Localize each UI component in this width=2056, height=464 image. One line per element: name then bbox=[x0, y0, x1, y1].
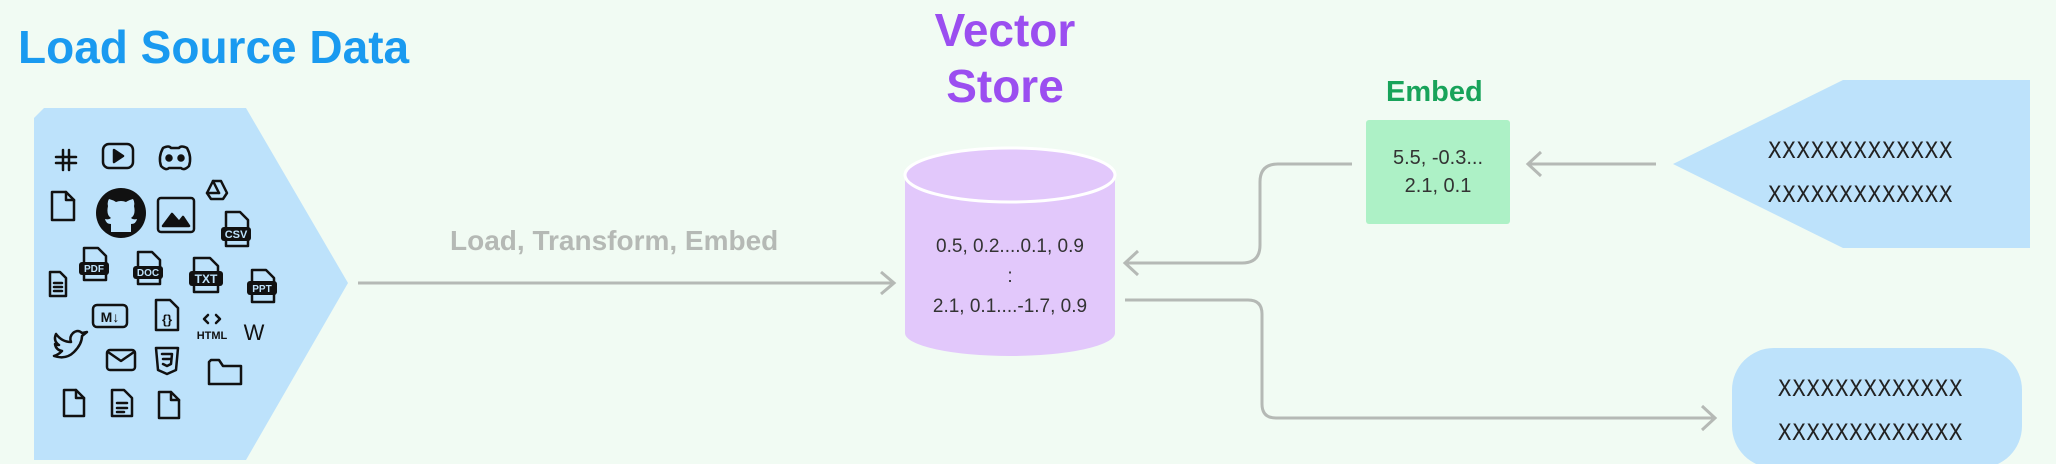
doc-icon: DOC bbox=[133, 250, 163, 286]
pdf-icon: PDF bbox=[79, 246, 109, 282]
pdf-icon-label: PDF bbox=[84, 264, 104, 275]
output-document: XXXXXXXXXXXXX XXXXXXXXXXXXX bbox=[1778, 368, 1963, 456]
query-to-embed-head bbox=[1525, 150, 1543, 178]
output-line-1: XXXXXXXXXXXXX bbox=[1778, 377, 1964, 402]
embed-vector-line-2: 2.1, 0.1 bbox=[1404, 175, 1472, 197]
file-icon bbox=[62, 388, 86, 418]
wikipedia-icon: W bbox=[244, 320, 265, 345]
vector-row-2: 2.1, 0.1....-1.7, 0.9 bbox=[932, 296, 1088, 317]
github-icon bbox=[96, 188, 146, 238]
txt-icon-label: TXT bbox=[195, 272, 218, 286]
twitter-icon bbox=[52, 329, 89, 359]
image-icon bbox=[156, 196, 196, 234]
text-file-icon bbox=[110, 388, 134, 418]
html-icon-label: HTML bbox=[197, 330, 228, 342]
load-source-title: Load Source Data bbox=[18, 21, 410, 73]
csv-icon: CSV bbox=[221, 210, 251, 248]
folder-icon bbox=[207, 358, 243, 386]
query-line-1: XXXXXXXXXXXXX bbox=[1768, 139, 1954, 164]
mail-icon bbox=[105, 348, 137, 372]
txt-icon: TXT bbox=[189, 256, 223, 294]
google-drive-icon bbox=[205, 179, 229, 201]
discord-icon bbox=[158, 145, 192, 171]
vector-row-separator: : bbox=[1007, 266, 1013, 287]
embed-to-store-line bbox=[1125, 162, 1352, 265]
text-file-icon bbox=[48, 270, 68, 298]
file-icon bbox=[50, 190, 76, 222]
css-icon bbox=[154, 346, 180, 376]
embed-box: 5.5, -0.3... 2.1, 0.1 bbox=[1366, 120, 1510, 224]
query-document: XXXXXXXXXXXXX XXXXXXXXXXXXX bbox=[1768, 130, 1953, 218]
embed-vector-line-1: 5.5, -0.3... bbox=[1392, 147, 1484, 169]
doc-icon-label: DOC bbox=[137, 268, 159, 279]
html-icon: HTML bbox=[197, 313, 228, 342]
vector-store-contents: 0.5, 0.2....0.1, 0.9 : 2.1, 0.1....-1.7,… bbox=[905, 232, 1115, 322]
store-to-output-line bbox=[1125, 298, 1715, 420]
output-document-shape bbox=[1732, 348, 2022, 464]
ppt-icon: PPT bbox=[247, 268, 277, 304]
store-to-output-head bbox=[1700, 404, 1718, 432]
load-arrow-head bbox=[880, 270, 897, 296]
file-icon bbox=[157, 390, 181, 420]
embed-to-store-head bbox=[1122, 249, 1140, 277]
load-transform-embed-label: Load, Transform, Embed bbox=[450, 225, 779, 256]
wikipedia-icon-label: W bbox=[244, 320, 265, 345]
query-line-2: XXXXXXXXXXXXX bbox=[1768, 183, 1954, 208]
output-line-2: XXXXXXXXXXXXX bbox=[1778, 421, 1964, 446]
embed-label: Embed bbox=[1386, 76, 1483, 108]
markdown-icon-label: M↓ bbox=[101, 309, 120, 325]
query-document-shape bbox=[1673, 80, 2030, 248]
csv-icon-label: CSV bbox=[225, 229, 248, 241]
markdown-icon: M↓ bbox=[91, 303, 129, 329]
youtube-icon bbox=[101, 142, 135, 170]
ppt-icon-label: PPT bbox=[252, 284, 271, 295]
vector-store-title: Vector Store bbox=[934, 4, 1076, 112]
json-icon-label: {} bbox=[162, 312, 172, 327]
vector-store-database bbox=[903, 146, 1117, 356]
json-icon: {} bbox=[154, 298, 180, 332]
slack-icon bbox=[54, 148, 78, 172]
vector-row-1: 0.5, 0.2....0.1, 0.9 bbox=[936, 236, 1084, 257]
